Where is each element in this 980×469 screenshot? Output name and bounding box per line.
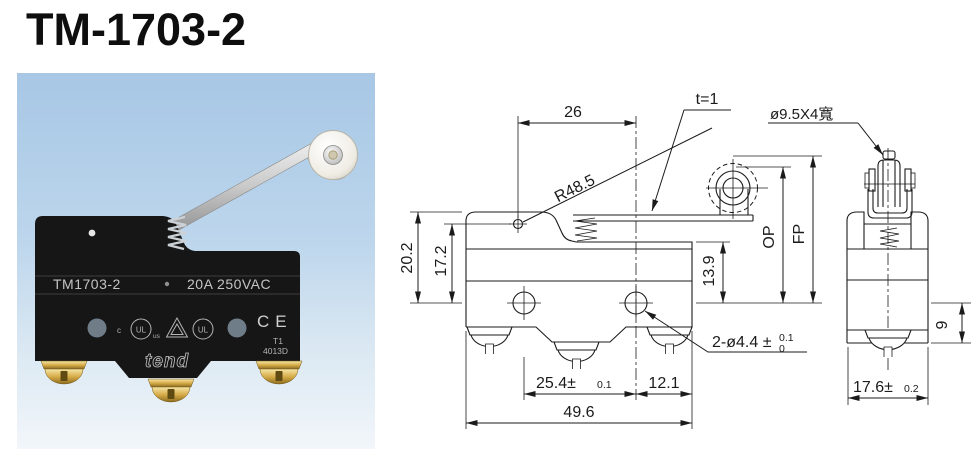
mounting-hole-left <box>87 318 107 338</box>
ce-mark-label: CE <box>257 312 293 331</box>
side-view <box>846 148 929 370</box>
dim-hole-pitch-tol: 0.1 <box>597 379 612 391</box>
switch-body <box>35 216 300 378</box>
dim-body-depth: 17.6± <box>853 379 893 396</box>
dim-op: OP <box>761 225 778 248</box>
front-lever <box>573 189 754 222</box>
front-terminal-center <box>553 341 600 369</box>
cul-us-letters: us <box>153 333 161 340</box>
page-title: TM-1703-2 <box>26 4 247 55</box>
switch-housing <box>35 216 300 378</box>
side-plate-left <box>868 168 876 192</box>
safety-triangle-mark-icon <box>165 316 189 338</box>
front-view <box>465 116 768 400</box>
dim-hole-to-edge: 12.1 <box>648 375 679 392</box>
screw-terminals <box>40 360 303 403</box>
dim-hole-pitch: 25.4± <box>536 375 576 392</box>
certification-marks: c UL us UL <box>117 316 214 340</box>
dim-body-height-total: 20.2 <box>399 242 416 273</box>
brand-logo: tend <box>145 351 189 372</box>
roller-rivet <box>328 150 338 160</box>
dimensions: 26 t=1 ø9.5X4寬 R48.5 20.2 17.2 13.9 OP <box>399 91 971 429</box>
terminal-right <box>255 360 303 385</box>
side-body-left <box>846 211 865 343</box>
dimension-drawing: 26 t=1 ø9.5X4寬 R48.5 20.2 17.2 13.9 OP <box>395 70 980 469</box>
cul-c-letter: c <box>117 326 121 335</box>
safety-triangle-inner <box>170 322 184 335</box>
terminal-left <box>40 360 88 385</box>
side-bracket-inner <box>872 189 908 214</box>
front-roller <box>706 159 768 219</box>
front-terminal-right <box>646 326 693 354</box>
mounting-hole-right <box>227 318 247 338</box>
dim-body-width: 49.6 <box>563 404 594 421</box>
side-terminal <box>864 329 912 357</box>
product-photo-canvas: TM1703-2 20A 250VAC c UL us UL CE T1 401… <box>17 73 375 449</box>
dim-lever-length: 26 <box>564 104 582 121</box>
ul-file-line1: T1 <box>273 336 283 346</box>
dim-step-height: 13.9 <box>701 255 718 286</box>
dim-roller-size: ø9.5X4寬 <box>770 105 833 123</box>
cul-ul-letters: UL <box>136 326 147 335</box>
terminal-center <box>147 378 195 403</box>
side-plate-right <box>904 168 912 192</box>
dim-terminal-height: 9 <box>934 320 951 329</box>
rating-label: 20A 250VAC <box>187 276 271 292</box>
side-roller-pin <box>882 150 896 160</box>
hinge-spring <box>167 215 187 251</box>
model-label: TM1703-2 <box>53 276 121 292</box>
dim-lever-radius: R48.5 <box>552 172 598 206</box>
side-bracket-outer <box>867 189 913 219</box>
dim-fp: FP <box>791 224 808 244</box>
ul-recognized-mark-icon <box>192 318 214 340</box>
front-mounting-holes <box>507 286 653 320</box>
ul-letters: UL <box>198 326 209 335</box>
dimension-drawing-canvas: 26 t=1 ø9.5X4寬 R48.5 20.2 17.2 13.9 OP <box>399 91 971 429</box>
label-dot-icon <box>164 281 170 287</box>
dim-mount-holes-tol-upper: 0.1 <box>779 332 794 344</box>
side-roller-outline <box>877 159 901 207</box>
roller-lever <box>164 130 358 236</box>
front-terminals <box>466 326 693 369</box>
cul-us-mark-icon <box>130 318 152 340</box>
side-spring <box>879 227 900 248</box>
side-body-right <box>910 211 929 343</box>
dim-lever-thickness: t=1 <box>696 91 719 108</box>
housing-print: TM1703-2 20A 250VAC <box>53 276 271 292</box>
front-terminal-left <box>466 326 513 354</box>
front-body-outline <box>465 211 693 327</box>
product-photo: TM1703-2 20A 250VAC c UL us UL CE T1 401… <box>17 73 375 449</box>
side-roller-assembly <box>864 150 916 219</box>
dim-mount-holes-tol-lower: 0 <box>779 343 785 355</box>
dim-pivot-height: 17.2 <box>433 245 450 276</box>
dim-mount-holes: 2-ø4.4 ± <box>712 334 772 351</box>
dim-body-depth-tol: 0.2 <box>904 383 919 395</box>
ul-file-line2: 4013D <box>263 346 288 356</box>
housing-pin-dot <box>88 229 96 237</box>
